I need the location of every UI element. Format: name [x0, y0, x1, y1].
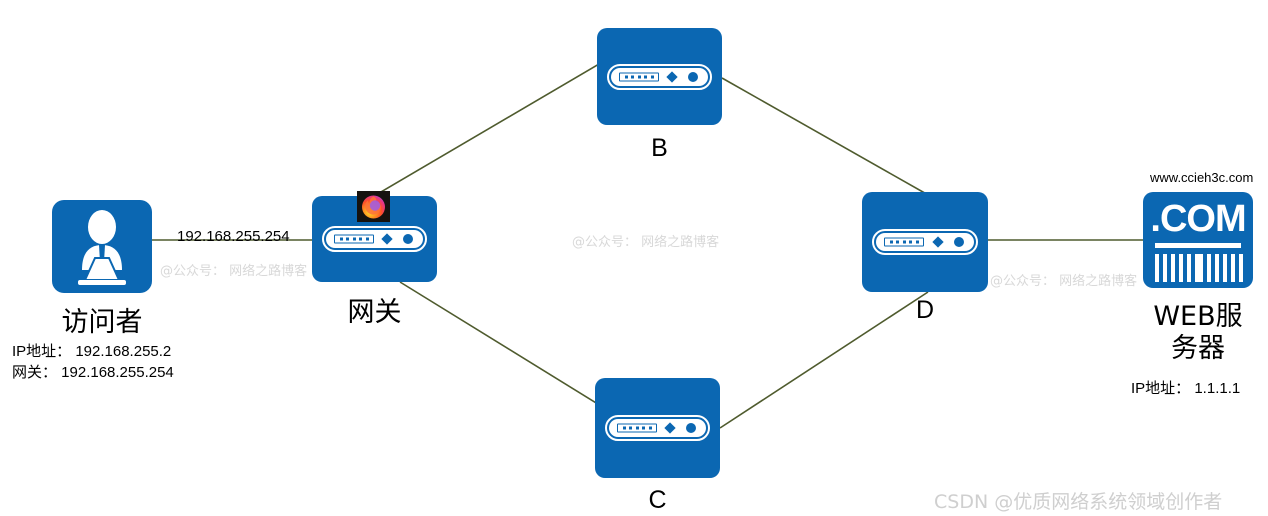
node-gateway[interactable]: 网关	[312, 191, 437, 328]
visitor-icon	[52, 200, 152, 293]
router-b-icon	[597, 28, 722, 125]
person-at-laptop-icon	[78, 210, 126, 285]
web-server-url: www.ccieh3c.com	[1150, 170, 1254, 185]
router-led-strip	[884, 237, 925, 247]
visitor-gateway-address: 网关： 192.168.255.254	[12, 364, 174, 381]
router-diamond-icon	[381, 233, 393, 245]
router-d-icon	[862, 192, 988, 292]
router-diamond-icon	[666, 70, 678, 83]
gateway-icon	[312, 191, 437, 282]
firefox-icon	[357, 191, 390, 222]
router-led-strip	[619, 72, 659, 81]
link-router-b-router-d	[721, 77, 931, 197]
dot-com-rule	[1155, 243, 1241, 248]
router-diamond-icon	[932, 236, 944, 248]
link-label-visitor-gateway: 192.168.255.254	[177, 228, 290, 245]
watermark-blog-left: @公众号： 网络之路博客	[160, 264, 308, 279]
link-router-c-router-d	[719, 291, 929, 429]
web-server-label-line2: 务器	[1171, 333, 1225, 364]
router-circle-icon	[686, 423, 696, 433]
router-c-icon	[595, 378, 720, 478]
router-led-strip	[334, 234, 374, 244]
node-router-b[interactable]: B	[597, 28, 722, 162]
web-server-ip-address: IP地址： 1.1.1.1	[1131, 380, 1241, 397]
gateway-label: 网关	[347, 297, 402, 328]
router-c-label: C	[648, 486, 667, 514]
router-circle-icon	[953, 237, 964, 247]
node-visitor[interactable]: 访问者	[52, 200, 152, 338]
router-chassis	[322, 226, 427, 252]
watermark-blog-center: @公众号： 网络之路博客	[572, 235, 720, 250]
dot-com-text: .COM	[1150, 198, 1246, 240]
router-chassis	[607, 63, 712, 90]
watermark-csdn: CSDN @优质网络系统领域创作者	[934, 491, 1223, 513]
web-server-icon: .COM	[1143, 192, 1253, 288]
visitor-label: 访问者	[61, 307, 143, 338]
dot-com-barcode	[1155, 254, 1243, 282]
web-server-label-line1: WEB服	[1153, 301, 1243, 332]
node-web-server[interactable]: .COM WEB服 务器	[1143, 192, 1253, 364]
watermark-blog-right: @公众号： 网络之路博客	[990, 274, 1138, 289]
router-d-label: D	[915, 296, 935, 324]
router-led-strip	[617, 423, 657, 433]
router-circle-icon	[688, 71, 698, 82]
router-circle-icon	[403, 234, 413, 244]
router-diamond-icon	[664, 422, 676, 434]
router-chassis	[605, 415, 710, 441]
router-chassis	[872, 229, 978, 255]
node-router-c[interactable]: C	[595, 378, 720, 514]
visitor-ip-address: IP地址： 192.168.255.2	[12, 343, 172, 360]
router-b-label: B	[651, 134, 668, 162]
node-router-d[interactable]: D	[862, 192, 988, 324]
